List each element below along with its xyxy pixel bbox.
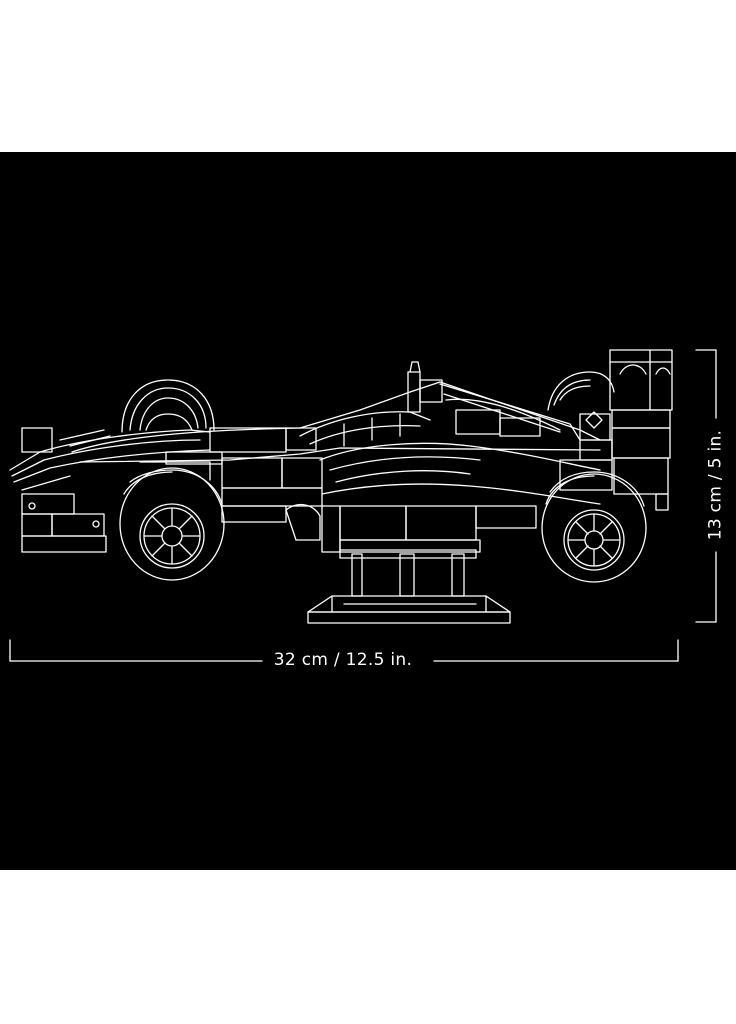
height-dimension-line bbox=[695, 349, 717, 623]
chassis bbox=[71, 361, 613, 553]
width-dimension-label: 32 cm / 12.5 in. bbox=[273, 650, 413, 670]
front-wing bbox=[9, 427, 211, 553]
front-near-wheel bbox=[119, 467, 225, 581]
width-dimension-line bbox=[9, 639, 679, 662]
height-dimension-label: 13 cm / 5 in. bbox=[705, 429, 726, 541]
rear-wing bbox=[609, 349, 673, 511]
display-stand bbox=[307, 549, 511, 624]
race-car-line-drawing bbox=[9, 349, 717, 662]
product-diagram: 32 cm / 12.5 in. 13 cm / 5 in. bbox=[0, 152, 736, 870]
rear-near-wheel bbox=[541, 471, 647, 583]
front-far-wheel bbox=[121, 379, 215, 433]
rear-far-wheel bbox=[547, 371, 615, 411]
